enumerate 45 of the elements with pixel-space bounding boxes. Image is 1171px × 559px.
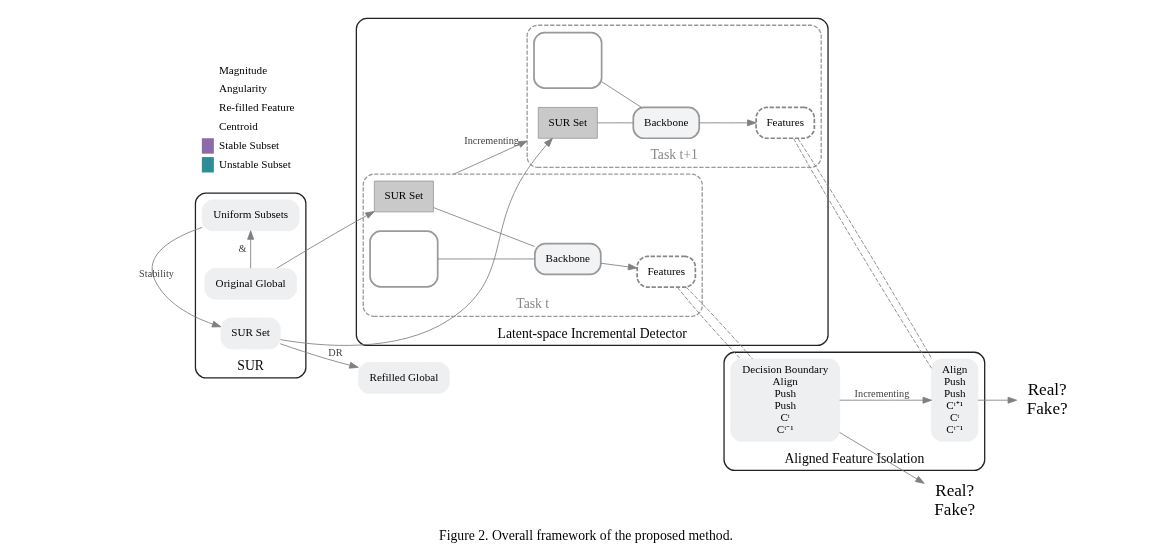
connector xyxy=(685,286,753,360)
node-box: Refilled Global xyxy=(357,362,450,394)
node-box: Decision Boundary Align Push Push Cᵗ Cᵗ⁻¹ xyxy=(729,358,840,442)
node-box: SUR Set xyxy=(220,317,281,350)
node-box xyxy=(368,230,439,288)
node-box: SUR Set xyxy=(537,107,598,139)
edge-label: & xyxy=(238,243,247,255)
connector xyxy=(676,287,741,360)
connector xyxy=(596,122,634,124)
arrow xyxy=(279,343,359,369)
arrow xyxy=(838,432,925,484)
node-box: Backbone xyxy=(533,242,602,276)
node-box: Backbone xyxy=(631,106,700,140)
connector xyxy=(600,81,642,108)
connector xyxy=(432,207,535,247)
node-text: Real? Fake? xyxy=(1026,380,1068,418)
edge-label: Incrementing xyxy=(463,134,519,146)
arrow xyxy=(698,119,757,127)
node-box: Features xyxy=(754,106,815,140)
legend-label: Magnitude xyxy=(218,63,267,76)
node-box xyxy=(532,31,602,90)
legend-label: Centroid xyxy=(218,120,258,133)
arrow xyxy=(977,396,1017,404)
arrow xyxy=(452,140,528,175)
node-box: SUR Set xyxy=(373,180,434,213)
caption: Figure 2. Overall framework of the proposed method. xyxy=(438,527,733,543)
arrow xyxy=(246,230,254,269)
arrow xyxy=(838,396,932,404)
connector xyxy=(437,258,535,260)
edge-label: Incrementing xyxy=(854,388,909,400)
legend-label: Unstable Subset xyxy=(218,157,291,170)
legend-label: Re-filled Feature xyxy=(218,101,295,114)
node-box: Align Push Push Cᵗ⁺¹ Cᵗ Cᵗ⁻¹ xyxy=(930,358,978,442)
edge-label: Stability xyxy=(138,268,174,280)
node-box: Uniform Subsets xyxy=(201,199,299,232)
node-box: Features xyxy=(635,255,696,289)
arrow xyxy=(151,226,221,328)
legend-label: Stable Subset xyxy=(218,138,279,151)
node-box: Original Global xyxy=(203,267,297,300)
arrow xyxy=(279,137,553,346)
node-text: Real? Fake? xyxy=(933,481,975,519)
arrow xyxy=(275,211,375,269)
edge-label: DR xyxy=(327,347,343,359)
arrow xyxy=(599,262,637,271)
legend-label: Angularity xyxy=(218,82,267,95)
